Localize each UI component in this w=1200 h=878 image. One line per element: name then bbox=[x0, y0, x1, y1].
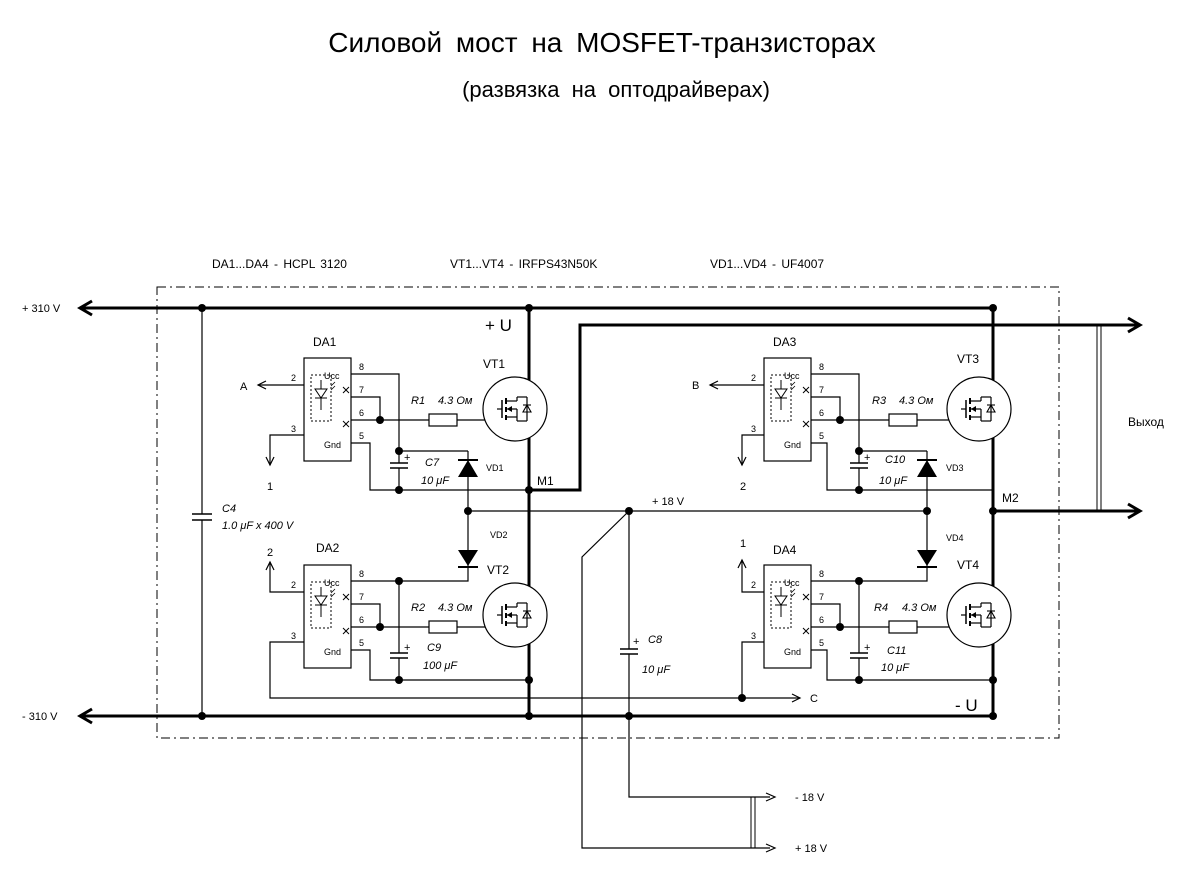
svg-text:100 μF: 100 μF bbox=[423, 660, 458, 672]
c9-ref: C8 bbox=[648, 634, 663, 646]
da1-label: DA1 bbox=[313, 335, 337, 349]
svg-text:5: 5 bbox=[359, 431, 364, 441]
svg-text:8: 8 bbox=[359, 569, 364, 579]
svg-text:2: 2 bbox=[740, 481, 746, 493]
svg-text:6: 6 bbox=[359, 615, 364, 625]
vt2-label: VT2 bbox=[487, 563, 509, 577]
diagram-title: Силовой мост на MOSFET-транзисторах bbox=[328, 27, 875, 58]
da4-label: DA4 bbox=[773, 543, 797, 557]
svg-text:+: + bbox=[864, 642, 870, 654]
svg-text:C10: C10 bbox=[885, 454, 906, 466]
svg-text:6: 6 bbox=[359, 408, 364, 418]
svg-text:+: + bbox=[864, 452, 870, 464]
svg-text:Ucc: Ucc bbox=[324, 578, 340, 588]
svg-text:7: 7 bbox=[819, 592, 824, 602]
note-diodes: VD1...VD4 - UF4007 bbox=[710, 257, 824, 271]
vt3-label: VT3 bbox=[957, 352, 979, 366]
svg-text:8: 8 bbox=[359, 362, 364, 372]
svg-text:4.3 Ом: 4.3 Ом bbox=[902, 602, 937, 614]
svg-text:+: + bbox=[404, 642, 410, 654]
ext-minus-18-label: - 18 V bbox=[795, 792, 825, 804]
svg-text:1: 1 bbox=[740, 538, 746, 550]
svg-text:6: 6 bbox=[819, 615, 824, 625]
m2-label: M2 bbox=[1002, 491, 1019, 505]
vt1-label: VT1 bbox=[483, 357, 505, 371]
svg-text:2: 2 bbox=[267, 547, 273, 559]
svg-text:4.3 Ом: 4.3 Ом bbox=[438, 602, 473, 614]
signal-a: A bbox=[240, 381, 248, 393]
c4-value: 1.0 μF x 400 V bbox=[222, 520, 295, 532]
ext-plus-18-label: + 18 V bbox=[795, 843, 828, 855]
svg-text:2: 2 bbox=[291, 373, 296, 383]
svg-text:Ucc: Ucc bbox=[784, 371, 800, 381]
svg-text:Gnd: Gnd bbox=[324, 440, 341, 450]
note-drivers: DA1...DA4 - HCPL 3120 bbox=[212, 257, 347, 271]
vt4-label: VT4 bbox=[957, 558, 979, 572]
svg-text:7: 7 bbox=[819, 385, 824, 395]
da3-label: DA3 bbox=[773, 335, 797, 349]
svg-text:+: + bbox=[404, 452, 410, 464]
svg-text:2: 2 bbox=[291, 580, 296, 590]
minus-u-label: - U bbox=[955, 696, 978, 715]
svg-text:10 μF: 10 μF bbox=[421, 475, 450, 487]
signal-c: C bbox=[810, 693, 818, 705]
svg-text:Gnd: Gnd bbox=[784, 647, 801, 657]
svg-text:Gnd: Gnd bbox=[784, 440, 801, 450]
svg-text:Gnd: Gnd bbox=[324, 647, 341, 657]
plus-u-label: + U bbox=[485, 316, 512, 335]
svg-text:2: 2 bbox=[751, 373, 756, 383]
svg-text:C9: C9 bbox=[427, 642, 441, 654]
minus-310-label: - 310 V bbox=[22, 711, 58, 723]
svg-text:7: 7 bbox=[359, 592, 364, 602]
svg-text:10 μF: 10 μF bbox=[879, 475, 908, 487]
svg-text:7: 7 bbox=[359, 385, 364, 395]
plus-310-label: + 310 V bbox=[22, 303, 61, 315]
diagram-subtitle: (развязка на оптодрайверах) bbox=[462, 77, 770, 102]
plus-18-label: + 18 V bbox=[652, 496, 685, 508]
svg-text:5: 5 bbox=[819, 431, 824, 441]
svg-text:C7: C7 bbox=[425, 457, 440, 469]
svg-text:3: 3 bbox=[751, 424, 756, 434]
svg-text:6: 6 bbox=[819, 408, 824, 418]
da1-block: DA1 Ucc Gnd 2 3 8 7 6 5 A 1 R1 4.3 Ом + … bbox=[240, 335, 548, 494]
svg-text:R2: R2 bbox=[411, 602, 425, 614]
note-transistors: VT1...VT4 - IRFPS43N50K bbox=[450, 257, 597, 271]
svg-text:Ucc: Ucc bbox=[784, 578, 800, 588]
svg-text:8: 8 bbox=[819, 362, 824, 372]
da2-block: DA2 Ucc Gnd 2 3 8 7 6 5 2 C R2 4.3 Ом + … bbox=[265, 541, 818, 705]
svg-text:10 μF: 10 μF bbox=[881, 662, 910, 674]
vd3-label: VD3 bbox=[946, 463, 964, 473]
da2-label: DA2 bbox=[316, 541, 340, 555]
svg-text:5: 5 bbox=[359, 638, 364, 648]
svg-text:Ucc: Ucc bbox=[324, 371, 340, 381]
svg-text:+: + bbox=[633, 636, 639, 648]
vd4-label: VD4 bbox=[946, 533, 964, 543]
svg-text:5: 5 bbox=[819, 638, 824, 648]
c4-ref: C4 bbox=[222, 503, 236, 515]
svg-text:3: 3 bbox=[291, 631, 296, 641]
svg-text:R4: R4 bbox=[874, 602, 888, 614]
m1-label: M1 bbox=[537, 474, 554, 488]
vd1-label: VD1 bbox=[486, 463, 504, 473]
svg-text:3: 3 bbox=[751, 631, 756, 641]
vd2-label: VD2 bbox=[490, 530, 508, 540]
svg-text:2: 2 bbox=[751, 580, 756, 590]
svg-text:1: 1 bbox=[267, 481, 273, 493]
svg-text:3: 3 bbox=[291, 424, 296, 434]
svg-text:R3: R3 bbox=[872, 395, 887, 407]
output-label: Выход bbox=[1128, 415, 1164, 429]
signal-b: B bbox=[692, 380, 699, 392]
svg-text:C11: C11 bbox=[887, 645, 906, 657]
svg-text:4.3 Ом: 4.3 Ом bbox=[438, 395, 473, 407]
da3-block: DA3 Ucc Gnd 2 3 8 7 6 5 B 2 R3 4.3 Ом + … bbox=[692, 335, 1012, 494]
svg-text:R1: R1 bbox=[411, 395, 425, 407]
c9-value: 10 μF bbox=[642, 664, 671, 676]
svg-text:8: 8 bbox=[819, 569, 824, 579]
svg-text:4.3 Ом: 4.3 Ом bbox=[899, 395, 934, 407]
da4-block: DA4 Ucc Gnd 2 3 8 7 6 5 1 R4 4.3 Ом + C1… bbox=[737, 538, 1012, 702]
